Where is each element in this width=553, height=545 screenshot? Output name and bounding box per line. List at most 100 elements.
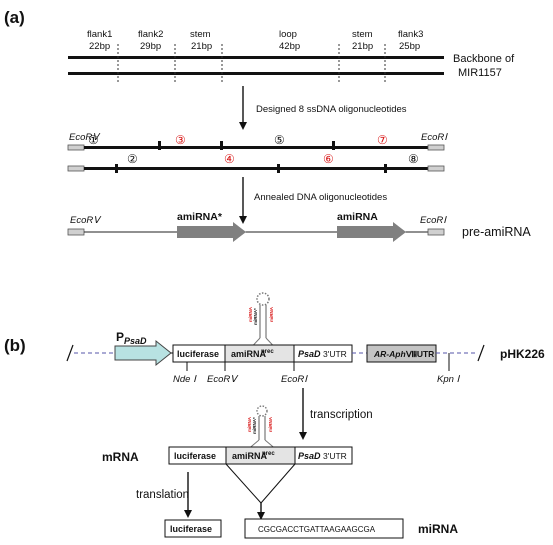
mirna-sequence: CGCGACCTGATTAAGAAGCGA (258, 525, 376, 534)
utr-label: 3'UTR (323, 349, 347, 359)
segment-size: 22bp (89, 41, 110, 52)
step-label: Annealed DNA oligonucleotides (254, 192, 387, 203)
oligo-strand-bottom (84, 167, 428, 170)
backbone-label: MIR1157 (458, 67, 502, 79)
ar-aph-label: AR-Aph (373, 349, 406, 359)
plasmid-break (66, 344, 74, 362)
hairpin-loop (256, 292, 270, 306)
psad-label: PsaD (298, 451, 321, 461)
amirna-star-arrow (177, 222, 246, 242)
segment-name: stem (190, 29, 211, 40)
ar-aph-label: Ⅷ (405, 349, 418, 359)
strand-end-box (427, 165, 445, 172)
luciferase-label: luciferase (177, 349, 219, 359)
funnel-side (225, 463, 262, 504)
segment-name: flank3 (398, 29, 423, 40)
oligo-number: ⑧ (408, 152, 419, 166)
amirna-star-label: amiRNA* (177, 211, 223, 223)
processing-funnel (225, 463, 296, 520)
hairpin-label: miRNA (269, 306, 274, 322)
ecorv-site: EcoRⅤ (69, 132, 101, 143)
segment-size: 21bp (191, 41, 212, 52)
restriction-site: Kpn Ⅰ (437, 374, 461, 385)
hairpin-label: miRNA* (253, 308, 258, 325)
oligo-number: ⑥ (323, 152, 334, 166)
nick-mark (384, 164, 387, 173)
nick-mark (332, 141, 335, 150)
restriction-site: EcoRⅤ (207, 374, 239, 385)
nick-mark (220, 141, 223, 150)
oligo-number: ② (127, 152, 138, 166)
segment-size: 25bp (399, 41, 420, 52)
oligo-number: ① (88, 133, 99, 147)
ar-aph-label: -UTR (414, 349, 434, 359)
amirna-prec-sup: prec (261, 349, 274, 355)
plasmid-name: pHK226 (500, 347, 545, 361)
segment-name: flank1 (87, 29, 112, 40)
luciferase-output-label: luciferase (170, 524, 212, 534)
nick-mark (115, 164, 118, 173)
backbone: Backbone of MIR1157 (68, 44, 515, 82)
amirna-arrow (337, 222, 406, 242)
strand-end-box (67, 144, 85, 151)
mirna-label: miRNA (418, 522, 458, 536)
restriction-site: Nde Ⅰ (173, 374, 197, 385)
backbone-strand-top (68, 56, 444, 59)
oligo-number: ③ (175, 133, 186, 147)
hairpin-label: miRNA* (252, 417, 257, 434)
amirna-prec-label: amiRNA (232, 451, 268, 461)
segment-name: flank2 (138, 29, 163, 40)
oligo-duplex: EcoRⅤ EcoRⅠ ① ② ③ ④ ⑤ ⑥ ⑦ ⑧ (67, 132, 448, 173)
promoter-subscript: PsaD (124, 336, 147, 346)
luciferase-label: luciferase (174, 451, 216, 461)
amirna-label: amiRNA (337, 211, 378, 223)
funnel-side (260, 463, 296, 504)
segment-headers: flank1 22bp flank2 29bp stem 21bp loop 4… (87, 29, 423, 52)
amirna-prec-sup: prec (262, 451, 275, 457)
strand-end-box (427, 144, 445, 151)
mrna-construct: mRNA luciferase amiRNA prec PsaD 3'UTR (102, 446, 353, 465)
nick-mark (277, 164, 280, 173)
oligo-number: ⑤ (274, 133, 285, 147)
panel-b-label: (b) (4, 336, 26, 355)
promoter-label: P (116, 330, 124, 344)
backbone-strand-bottom (68, 72, 444, 75)
oligo-strand-top (84, 146, 428, 149)
backbone-label: Backbone of (453, 53, 515, 65)
hairpin-label: miRNA (268, 416, 273, 432)
strand-end-box (67, 228, 85, 236)
plasmid-break (477, 344, 485, 362)
restriction-site: EcoRⅠ (281, 374, 308, 385)
strand-end-box (67, 165, 85, 172)
promoter-arrow (114, 339, 172, 367)
segment-size: 21bp (352, 41, 373, 52)
translation-label: translation (136, 489, 189, 501)
mrna-label: mRNA (102, 450, 139, 464)
pre-amirna-construct: EcoRⅤ EcoRⅠ amiRNA* amiRNA pre-amiRNA (67, 211, 531, 242)
hairpin-label: miRNA (247, 416, 252, 432)
psad-utr-box (294, 446, 353, 465)
ecori-site: EcoRⅠ (421, 132, 448, 143)
oligo-number: ⑦ (377, 133, 388, 147)
luciferase-output-box (164, 519, 222, 538)
segment-size: 42bp (279, 41, 300, 52)
amirna-prec-label: amiRNA (231, 349, 267, 359)
plasmid-construct: P PsaD luciferase amiRNA prec PsaD 3'UTR… (66, 330, 545, 385)
ecorv-site: EcoRⅤ (70, 215, 102, 226)
panel-a-label: (a) (4, 8, 25, 27)
segment-size: 29bp (140, 41, 161, 52)
oligo-number: ④ (224, 152, 235, 166)
strand-end-box (427, 228, 445, 236)
hairpin-label: miRNA (248, 306, 253, 322)
ecori-site: EcoRⅠ (420, 215, 447, 226)
nick-mark (158, 141, 161, 150)
segment-name: loop (279, 29, 297, 40)
step-label: Designed 8 ssDNA oligonucleotides (256, 104, 407, 115)
segment-name: stem (352, 29, 373, 40)
hairpin-loop (256, 405, 268, 417)
mirna-sequence-box (244, 518, 404, 539)
utr-label: 3'UTR (323, 451, 347, 461)
transcription-label: transcription (310, 409, 373, 421)
mrna-hairpin: miRNA miRNA* miRNA (245, 405, 279, 452)
